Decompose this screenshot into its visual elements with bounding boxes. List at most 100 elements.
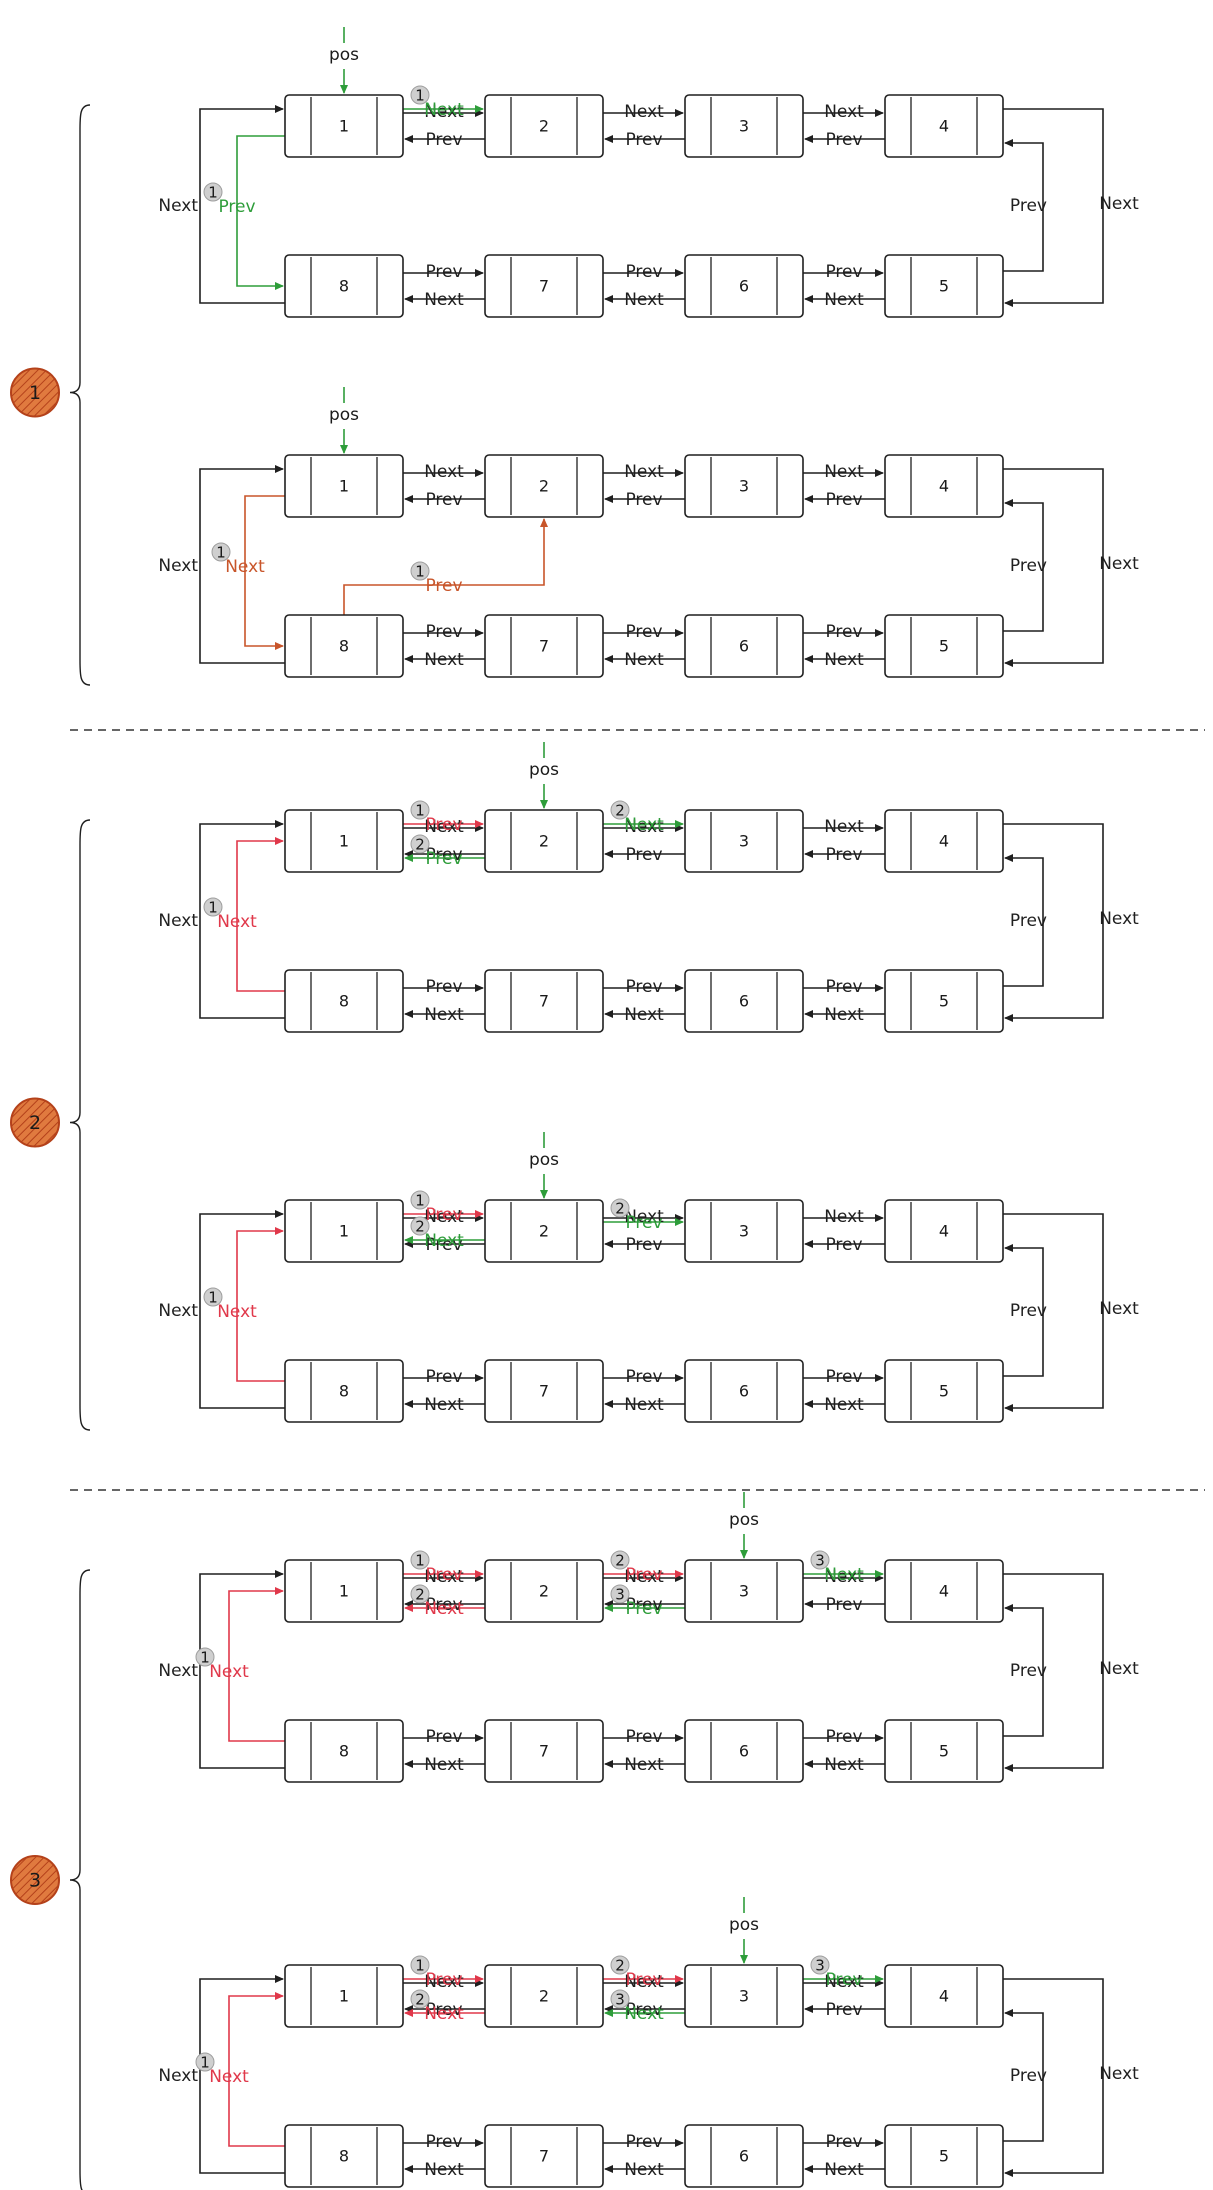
section-1-diagram-2-highlight-1-label: Next — [225, 557, 265, 577]
section-1-diagram-2-node-2-label: 2 — [539, 477, 549, 496]
section-2-diagram-2-node-7-label: 7 — [539, 1382, 549, 1401]
section-2-diagram-2-wrap-next-8-1 — [199, 1210, 285, 1409]
section-3-diagram-1-highlight-3-step: 2 — [615, 1552, 625, 1570]
section-1-diagram-1-node-1 — [284, 94, 404, 158]
section-3-diagram-1-link-label-fwd-4: Prev — [425, 1727, 462, 1747]
section-1-diagram-2-wrap-next-8-1 — [199, 465, 285, 664]
section-2-diagram-2-node-3-label: 3 — [739, 1222, 749, 1241]
section-2-diagram-1-wrap-next-label: Next — [1099, 909, 1139, 929]
section-2-diagram-1-node-8 — [284, 969, 404, 1033]
section-2-diagram-2-highlight-2-step: 1 — [208, 1289, 218, 1307]
section-1-diagram-1-node-3 — [684, 94, 804, 158]
section-3-diagram-1-node-8 — [284, 1719, 404, 1783]
section-3-diagram-2-node-5-label: 5 — [939, 2147, 949, 2166]
section-2-diagram-1-node-1-label: 1 — [339, 832, 349, 851]
section-3-diagram-2-link-label-bwd-0: Prev — [425, 2000, 462, 2020]
section-1-diagram-2-highlight-1-step: 1 — [216, 544, 226, 562]
section-2-diagram-1-link-label-fwd-4: Prev — [425, 977, 462, 997]
section-3-diagram-1-highlight-4-step: 3 — [615, 1586, 625, 1604]
section-3-diagram-2-highlight-1-step-circle — [410, 1955, 430, 1975]
section-1-diagram-2-node-7 — [484, 614, 604, 678]
section-1-diagram-1-link-label-fwd-5: Prev — [625, 262, 662, 282]
section-3-diagram-1-highlight-5-step-circle — [810, 1550, 830, 1570]
section-3-diagram-2-highlight-5-label: Prev — [825, 1970, 862, 1990]
section-3-diagram-2-highlight-5-step-circle — [810, 1955, 830, 1975]
section-1-diagram-2-link-label-fwd-1: Next — [624, 462, 664, 482]
section-1-diagram-2-link-label-bwd-5: Next — [624, 650, 664, 670]
section-2-diagram-2-link-label-bwd-1: Prev — [625, 1235, 662, 1255]
section-3-diagram-1-wrap-prev-label: Prev — [1010, 1661, 1047, 1681]
section-1-diagram-1-wrap-prev-label: Prev — [1010, 196, 1047, 216]
section-3-diagram-2-link-label-fwd-0: Next — [424, 1972, 464, 1992]
section-2-diagram-1-highlight-2-step-circle — [203, 897, 223, 917]
section-1-diagram-2-link-label-bwd-4: Next — [424, 650, 464, 670]
section-3-diagram-1-link-label-bwd-1: Prev — [625, 1595, 662, 1615]
section-3-diagram-1-link-label-fwd-6: Prev — [825, 1727, 862, 1747]
section-2-diagram-2-highlight-1-step: 1 — [415, 1192, 425, 1210]
section-3-diagram-2-highlight-4-label: Next — [624, 2004, 664, 2024]
section-1-diagram-2-node-3 — [684, 454, 804, 518]
section-3-diagram-1-link-label-bwd-5: Next — [624, 1755, 664, 1775]
section-3-diagram-2-link-label-fwd-5: Prev — [625, 2132, 662, 2152]
section-2-diagram-2-highlight-2-arrow — [236, 1227, 285, 1382]
section-3-diagram-2-highlight-3-step: 2 — [615, 1957, 625, 1975]
section-3-diagram-1-link-label-bwd-0: Prev — [425, 1595, 462, 1615]
section-3-diagram-2-node-3 — [684, 1964, 804, 2028]
section-3-diagram-2-node-6 — [684, 2124, 804, 2188]
section-3-diagram-1-node-4-label: 4 — [939, 1582, 949, 1601]
section-2-diagram-1-link-label-bwd-0: Prev — [425, 845, 462, 865]
section-1-diagram-2-wrap-next-4-5 — [1003, 468, 1104, 667]
section-3-diagram-2-link-label-bwd-2: Prev — [825, 2000, 862, 2020]
section-1-diagram-1-link-label-fwd-2: Next — [824, 102, 864, 122]
section-3-diagram-1-link-label-fwd-2: Next — [824, 1567, 864, 1587]
section-1-diagram-1-pos-label: pos — [329, 45, 359, 65]
section-1-diagram-1-link-label-bwd-2: Prev — [825, 130, 862, 150]
section-3-diagram-2-link-label-fwd-1: Next — [624, 1972, 664, 1992]
section-2-diagram-2-node-2-label: 2 — [539, 1222, 549, 1241]
section-3-diagram-2-node-7 — [484, 2124, 604, 2188]
section-2-badge-label: 2 — [29, 1112, 41, 1134]
section-2-diagram-1-highlight-2-arrow — [236, 837, 285, 992]
section-3-diagram-1-highlight-6-step: 1 — [200, 1649, 210, 1667]
section-1-diagram-2-node-5-label: 5 — [939, 637, 949, 656]
section-3-diagram-2-node-8 — [284, 2124, 404, 2188]
section-1-diagram-2-link-label-bwd-6: Next — [824, 650, 864, 670]
section-3-diagram-2-node-4-label: 4 — [939, 1987, 949, 2006]
section-3-diagram-2-highlight-6-step-circle — [195, 2052, 215, 2072]
section-3-diagram-1-link-label-fwd-5: Prev — [625, 1727, 662, 1747]
section-3-diagram-1-node-3 — [684, 1559, 804, 1623]
section-2-diagram-2-link-label-fwd-4: Prev — [425, 1367, 462, 1387]
section-1-diagram-2-pos-label: pos — [329, 405, 359, 425]
section-2-diagram-1-highlight-1-step: 1 — [415, 802, 425, 820]
section-2-diagram-2-highlight-1-label: Prev — [425, 1205, 462, 1225]
section-2-diagram-1-highlight-1-step-circle — [410, 800, 430, 820]
section-3-diagram-1-node-8-label: 8 — [339, 1742, 349, 1761]
section-1-badge — [10, 367, 60, 418]
section-1-diagram-2-link-label-fwd-2: Next — [824, 462, 864, 482]
section-3-diagram-1-node-6 — [684, 1719, 804, 1783]
section-2-diagram-2-node-6-label: 6 — [739, 1382, 749, 1401]
section-3-diagram-1-highlight-1-label: Prev — [425, 1565, 462, 1585]
section-2-diagram-1-node-6-label: 6 — [739, 992, 749, 1011]
section-3-diagram-2-highlight-3-step-circle — [610, 1955, 630, 1975]
section-1-diagram-1-link-label-fwd-0: Next — [424, 102, 464, 122]
section-1-diagram-2-node-4-label: 4 — [939, 477, 949, 496]
section-1-diagram-2-wrap-next-label: Next — [1099, 554, 1139, 574]
section-1-diagram-2-node-8-label: 8 — [339, 637, 349, 656]
section-2-diagram-2-wrap-next-label: Next — [1099, 1299, 1139, 1319]
section-3-diagram-2-highlight-5-step: 3 — [815, 1957, 825, 1975]
section-1-diagram-1-link-label-bwd-1: Prev — [625, 130, 662, 150]
section-1-diagram-1-node-2-label: 2 — [539, 117, 549, 136]
section-1-diagram-1-node-8-label: 8 — [339, 277, 349, 296]
section-2-diagram-2-link-label-fwd-1: Next — [624, 1207, 664, 1227]
section-3-diagram-1-node-6-label: 6 — [739, 1742, 749, 1761]
section-1-diagram-2-node-5 — [884, 614, 1004, 678]
section-2-diagram-1-link-label-bwd-1: Prev — [625, 845, 662, 865]
section-1-diagram-2-link-label-fwd-5: Prev — [625, 622, 662, 642]
section-1-diagram-1-link-label-fwd-6: Prev — [825, 262, 862, 282]
section-2-diagram-2-link-label-fwd-0: Next — [424, 1207, 464, 1227]
section-2-diagram-1-node-7-label: 7 — [539, 992, 549, 1011]
section-3-diagram-1-highlight-5-step: 3 — [815, 1552, 825, 1570]
section-3-diagram-2-highlight-3-label: Prev — [625, 1970, 662, 1990]
